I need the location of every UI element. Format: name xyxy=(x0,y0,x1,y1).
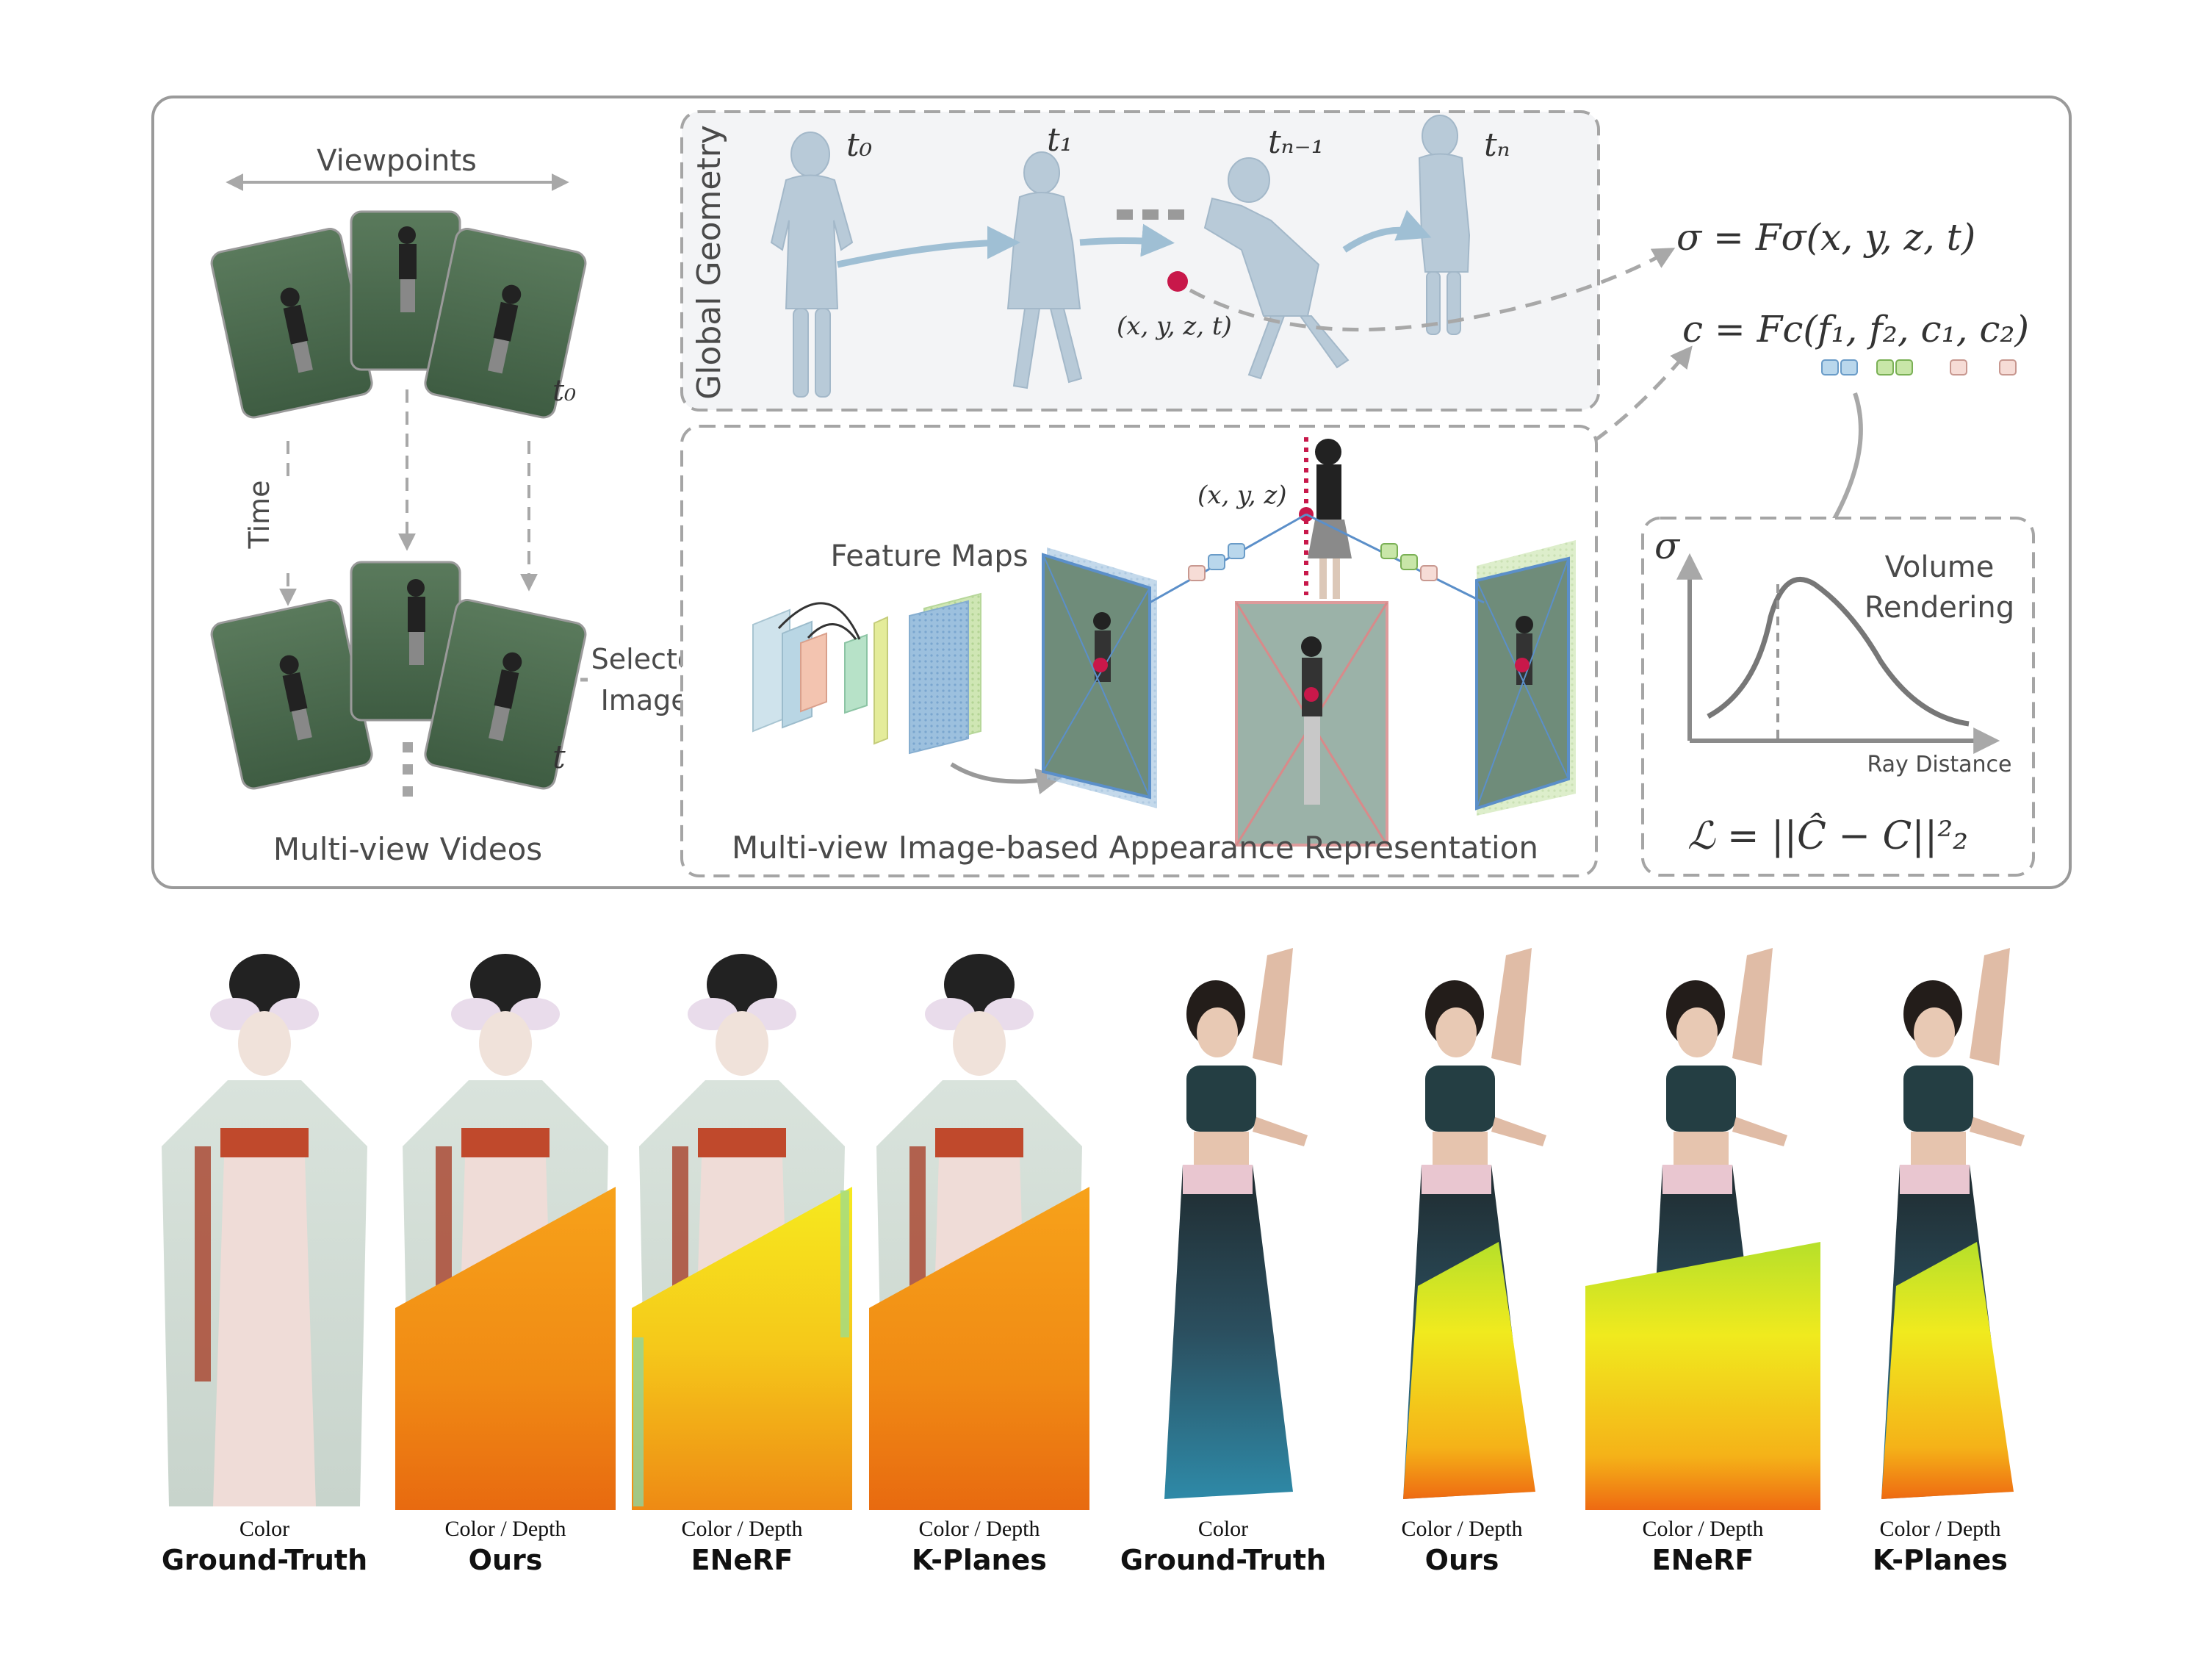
feature-maps-label: Feature Maps xyxy=(830,539,1028,573)
depth-map-overlay xyxy=(1585,1242,1820,1510)
time-step-t0: t₀ xyxy=(846,126,873,164)
ellipsis-dots-icon xyxy=(403,742,413,797)
density-curve xyxy=(1707,576,1970,727)
volume-rendering-line1: Volume xyxy=(1885,550,1995,584)
time-step-tn-1: tₙ₋₁ xyxy=(1268,123,1324,161)
sigma-equation: σ = Fσ(x, y, z, t) xyxy=(1676,216,1975,259)
result-sub-label: Color / Depth xyxy=(919,1517,1040,1541)
cnn-encoder-icon xyxy=(752,602,888,745)
result-sub-label: Color xyxy=(239,1517,289,1541)
result-method-label: Ours xyxy=(1425,1544,1499,1576)
depth-map-overlay xyxy=(869,1187,1089,1510)
video-card-t-left xyxy=(210,599,373,790)
sample-point-4d xyxy=(1167,271,1188,292)
result-method-label: Ground-Truth xyxy=(1120,1544,1326,1576)
result-sub-label: Color / Depth xyxy=(1402,1517,1523,1541)
motion-path-1 xyxy=(837,226,1020,268)
result-method-label: K-Planes xyxy=(912,1544,1047,1576)
feature-map-blue xyxy=(909,600,969,755)
result-method-label: ENeRF xyxy=(691,1544,793,1576)
viewpoints-label: Viewpoints xyxy=(317,144,477,178)
volume-rendering-line2: Rendering xyxy=(1865,591,2014,625)
geometry-figure-t0 xyxy=(770,132,854,398)
depth-map-overlay xyxy=(1881,1242,2014,1499)
appearance-section: Feature Maps xyxy=(680,425,1598,877)
result-method-label: Ground-Truth xyxy=(162,1544,367,1576)
depth-map-overlay xyxy=(1403,1242,1535,1499)
result-method-label: ENeRF xyxy=(1652,1544,1754,1576)
video-card-t0-left xyxy=(210,228,373,419)
time-label: Time xyxy=(243,481,275,550)
loss-equation: ℒ = ||Ĉ − C||²₂ xyxy=(1687,813,1968,858)
appearance-repr-label: Multi-view Image-based Appearance Repres… xyxy=(732,830,1538,866)
volume-rendering-section: σ Volume Rendering Ray Distance ℒ = ||Ĉ … xyxy=(1641,517,2035,877)
color-equation: c = Fc(f₁, f₂, c₁, c₂) xyxy=(1682,308,2029,351)
result-sub-label: Color / Depth xyxy=(1643,1517,1764,1541)
result-method-label: K-Planes xyxy=(1873,1544,2008,1576)
motion-path-2 xyxy=(1079,223,1175,257)
camera-left xyxy=(1042,547,1157,808)
time-step-t1: t₁ xyxy=(1047,121,1073,159)
camera-center xyxy=(1235,601,1388,847)
sample-point-3d-label: (x, y, z) xyxy=(1197,481,1287,510)
depth-map-overlay xyxy=(395,1187,616,1510)
depth-map-overlay xyxy=(632,1187,852,1510)
video-card-t0-center xyxy=(350,210,461,371)
result-sub-label: Color / Depth xyxy=(445,1517,566,1541)
feature-to-camera-arrow xyxy=(950,762,1064,795)
sigma-axis-label: σ xyxy=(1654,525,1681,567)
result-sub-label: Color / Depth xyxy=(1880,1517,2001,1541)
geometry-figure-t1 xyxy=(1006,151,1083,389)
global-geometry-box xyxy=(680,110,1600,412)
feature-chip-icons xyxy=(1821,359,2017,376)
equations: σ = Fσ(x, y, z, t) c = Fc(f₁, f₂, c₁, c₂… xyxy=(1676,216,2029,376)
video-card-t0-right xyxy=(424,228,587,419)
global-geometry-section: Global Geometry xyxy=(680,110,1600,412)
geometry-ellipsis-icon xyxy=(1117,209,1184,220)
t-label: t xyxy=(552,739,566,776)
global-geometry-label: Global Geometry xyxy=(691,125,728,400)
ray-distance-label: Ray Distance xyxy=(1867,752,2011,777)
geometry-figures xyxy=(770,115,1471,398)
motion-path-3 xyxy=(1342,209,1432,253)
time-step-tn: tₙ xyxy=(1484,126,1510,164)
geometry-figure-tn xyxy=(1418,115,1471,335)
camera-right xyxy=(1475,540,1576,816)
result-sub-label: Color xyxy=(1198,1517,1248,1541)
sigma-dashed-arrow xyxy=(1189,248,1676,332)
time-label-bg xyxy=(248,478,289,566)
video-card-t-center xyxy=(350,561,461,722)
projected-feature-chips xyxy=(1188,543,1438,581)
multiview-videos-label: Multi-view Videos xyxy=(273,831,542,867)
sample-point-4d-label: (x, y, z, t) xyxy=(1117,312,1232,341)
projection-line-left xyxy=(1149,513,1307,604)
volume-rendering-box xyxy=(1641,517,2035,877)
t0-label: t₀ xyxy=(552,374,576,408)
geometry-figure-tn-1 xyxy=(1203,157,1350,380)
result-sub-label: Color / Depth xyxy=(682,1517,803,1541)
viewpoints-label-bg xyxy=(309,140,485,176)
sample-ray-figure xyxy=(1299,437,1352,599)
result-method-label: Ours xyxy=(469,1544,543,1576)
video-card-t-right xyxy=(424,599,587,790)
multiview-videos-section: Viewpoints t₀ Time xyxy=(210,140,587,867)
